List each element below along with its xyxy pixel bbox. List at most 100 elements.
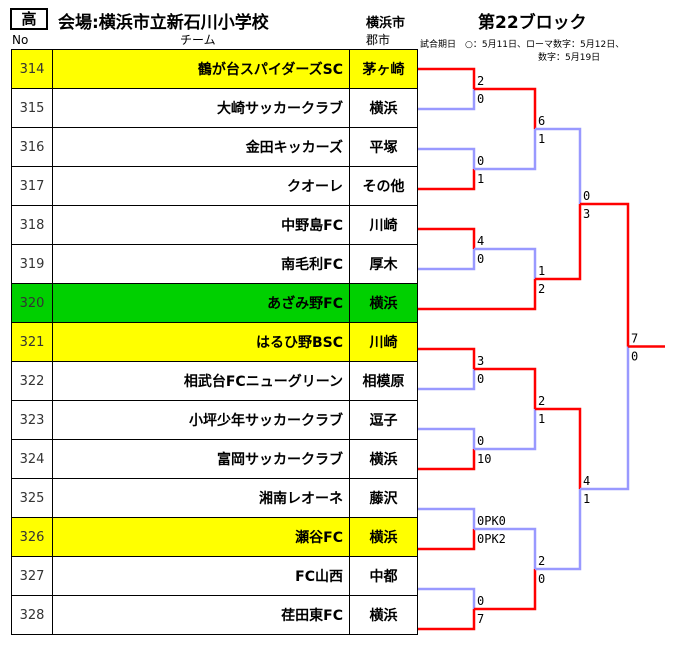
bracket-line: [535, 407, 582, 489]
bracket-line: [418, 227, 476, 249]
score-label: 2: [477, 74, 484, 88]
bracket-line: [535, 127, 582, 204]
bracket-line: [418, 249, 476, 271]
score-label: 2: [538, 394, 545, 408]
score-label: 1: [538, 132, 545, 146]
bracket-line: [474, 527, 537, 569]
team-district: 平塚: [349, 127, 418, 167]
team-name: 中野島FC: [52, 205, 350, 245]
bracket-line: [418, 369, 476, 391]
score-label: 10: [477, 452, 491, 466]
team-name: 金田キッカーズ: [52, 127, 350, 167]
team-name: 荏田東FC: [52, 595, 350, 635]
team-district: 横浜: [349, 439, 418, 479]
score-label: 2: [538, 554, 545, 568]
city-label: 横浜市: [366, 16, 406, 31]
team-name: 瀬谷FC: [52, 517, 350, 557]
category-badge: 高: [10, 8, 48, 30]
bracket-line: [580, 346, 630, 491]
score-label: 4: [477, 234, 484, 248]
bracket-line: [418, 347, 476, 369]
team-name: はるひ野BSC: [52, 322, 350, 362]
bracket-line: [535, 204, 582, 281]
team-number: 315: [11, 88, 53, 128]
score-label: 0: [477, 154, 484, 168]
bracket-line: [580, 202, 630, 347]
team-district: 茅ヶ崎: [349, 49, 418, 89]
bracket-line: [474, 569, 537, 611]
team-district: 横浜: [349, 517, 418, 557]
team-number: 320: [11, 283, 53, 323]
bracket-line: [418, 147, 476, 169]
score-label: 1: [538, 412, 545, 426]
bracket-line: [418, 279, 537, 311]
score-label: 0: [477, 434, 484, 448]
score-label: 1: [583, 492, 590, 506]
score-label: 0PK0: [477, 514, 506, 528]
bracket-line: [474, 87, 537, 129]
score-label: 0PK2: [477, 532, 506, 546]
score-label: 7: [631, 332, 638, 346]
bracket-line: [535, 489, 582, 571]
team-number: 323: [11, 400, 53, 440]
column-header-no: No: [12, 33, 29, 47]
team-number: 327: [11, 556, 53, 596]
team-district: 川崎: [349, 205, 418, 245]
team-number: 325: [11, 478, 53, 518]
score-label: 0: [583, 189, 590, 203]
score-label: 6: [538, 114, 545, 128]
bracket-line: [474, 409, 537, 451]
team-number: 318: [11, 205, 53, 245]
team-name: 小坪少年サッカークラブ: [52, 400, 350, 440]
score-label: 0: [631, 350, 638, 364]
venue-title: 会場:横浜市立新石川小学校: [58, 13, 269, 33]
team-district: 藤沢: [349, 478, 418, 518]
schedule-note-line2: 数字：5月19日: [538, 53, 601, 63]
score-label: 0: [477, 92, 484, 106]
team-number: 328: [11, 595, 53, 635]
team-district: 横浜: [349, 595, 418, 635]
bracket-line: [418, 587, 476, 609]
schedule-note-line1: 試合期日 ○：5月11日、ローマ数字：5月12日、: [420, 40, 625, 50]
score-label: 0: [477, 594, 484, 608]
score-label: 2: [538, 282, 545, 296]
team-number: 317: [11, 166, 53, 206]
block-title: 第22ブロック: [478, 13, 587, 33]
bracket-line: [418, 427, 476, 449]
team-number: 326: [11, 517, 53, 557]
column-header-team: チーム: [180, 33, 216, 47]
bracket-line: [418, 529, 476, 551]
bracket-line: [418, 67, 476, 89]
team-name: 鶴が台スパイダーズSC: [52, 49, 350, 89]
column-header-district: 郡市: [366, 33, 391, 47]
bracket-line: [418, 507, 476, 529]
team-number: 316: [11, 127, 53, 167]
team-district: 中都: [349, 556, 418, 596]
team-name: 富岡サッカークラブ: [52, 439, 350, 479]
bracket-line: [418, 169, 476, 191]
team-district: 川崎: [349, 322, 418, 362]
score-label: 0: [538, 572, 545, 586]
score-label: 4: [583, 474, 590, 488]
bracket-line: [418, 449, 476, 471]
team-name: 湘南レオーネ: [52, 478, 350, 518]
bracket-line: [474, 247, 537, 279]
bracket-line: [474, 129, 537, 171]
team-district: 横浜: [349, 88, 418, 128]
team-district: その他: [349, 166, 418, 206]
score-label: 3: [583, 207, 590, 221]
bracket-line: [418, 89, 476, 111]
score-label: 0: [477, 372, 484, 386]
